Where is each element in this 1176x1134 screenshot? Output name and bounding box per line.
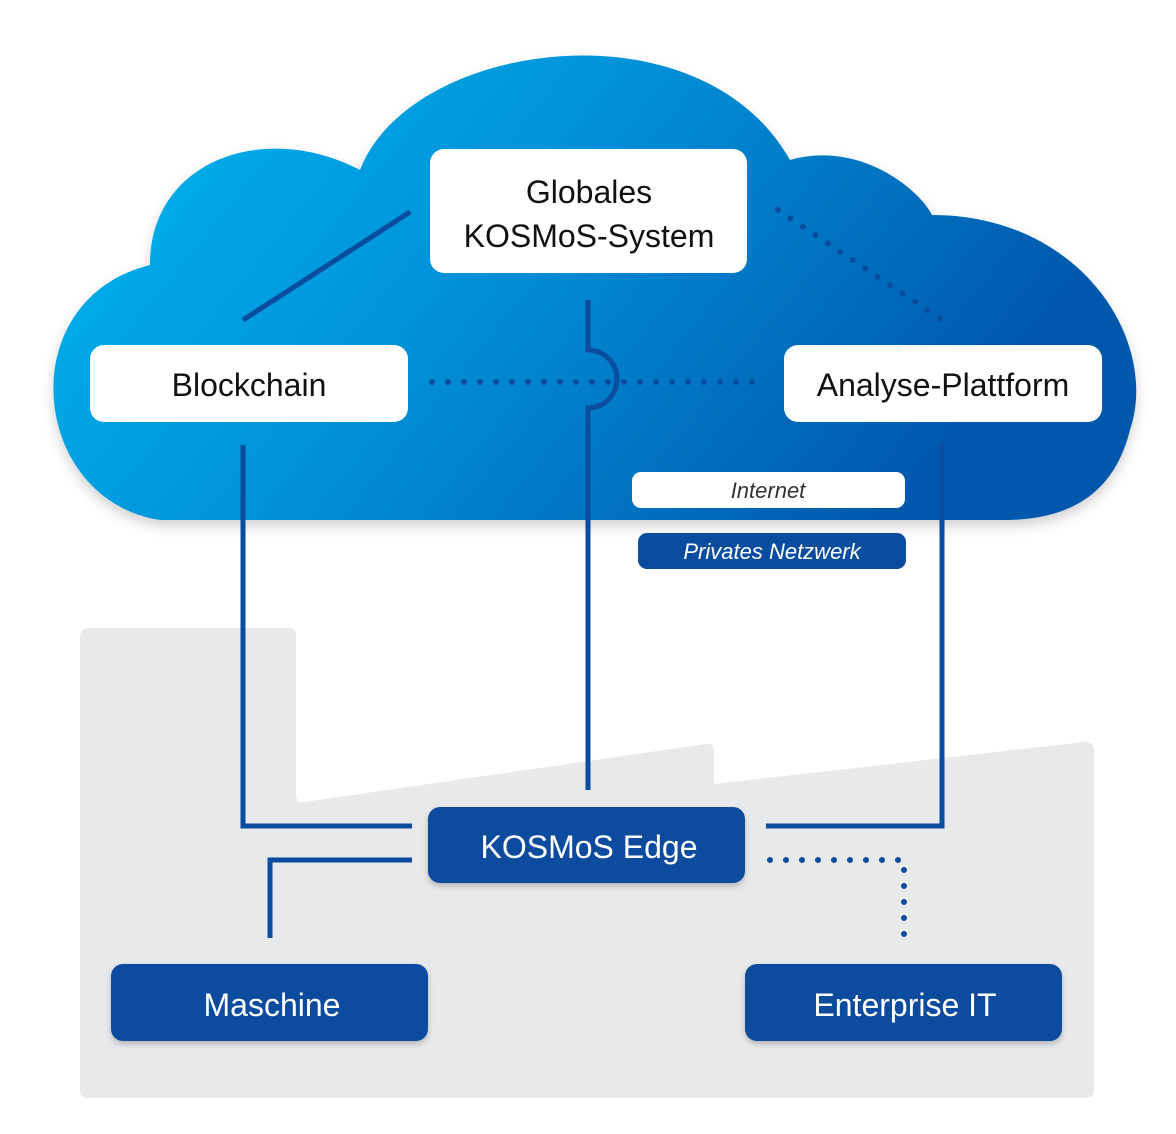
node-global-kosmos-system[interactable]: Globales KOSMoS-System [430, 149, 747, 273]
legend-internet-label: Internet [731, 478, 806, 503]
line-edge-to-machine [267, 857, 412, 938]
legend-internet: Internet [632, 472, 905, 508]
legend-private-network: Privates Netzwerk [638, 533, 906, 569]
node-analyse-plattform-label: Analyse-Plattform [817, 367, 1070, 403]
node-global-kosmos-system-line1: Globales [526, 174, 652, 210]
node-kosmos-edge-label: KOSMoS Edge [481, 829, 698, 865]
node-analyse-plattform[interactable]: Analyse-Plattform [784, 345, 1102, 422]
cloud-shape [53, 55, 1137, 520]
node-enterprise-it-label: Enterprise IT [813, 987, 996, 1023]
dotted-line-global-to-analytics [775, 207, 948, 325]
line-global-to-blockchain [241, 209, 412, 323]
node-blockchain-label: Blockchain [172, 367, 327, 403]
node-kosmos-edge[interactable]: KOSMoS Edge [428, 807, 745, 883]
line-blockchain-to-edge [240, 445, 412, 829]
node-blockchain[interactable]: Blockchain [90, 345, 408, 422]
node-global-kosmos-system-line2: KOSMoS-System [464, 218, 715, 254]
node-maschine[interactable]: Maschine [111, 964, 428, 1041]
legend-private-network-label: Privates Netzwerk [683, 539, 861, 564]
node-enterprise-it[interactable]: Enterprise IT [745, 964, 1062, 1041]
node-maschine-label: Maschine [204, 987, 341, 1023]
line-analytics-to-edge [766, 445, 945, 829]
line-global-to-edge [585, 300, 620, 790]
